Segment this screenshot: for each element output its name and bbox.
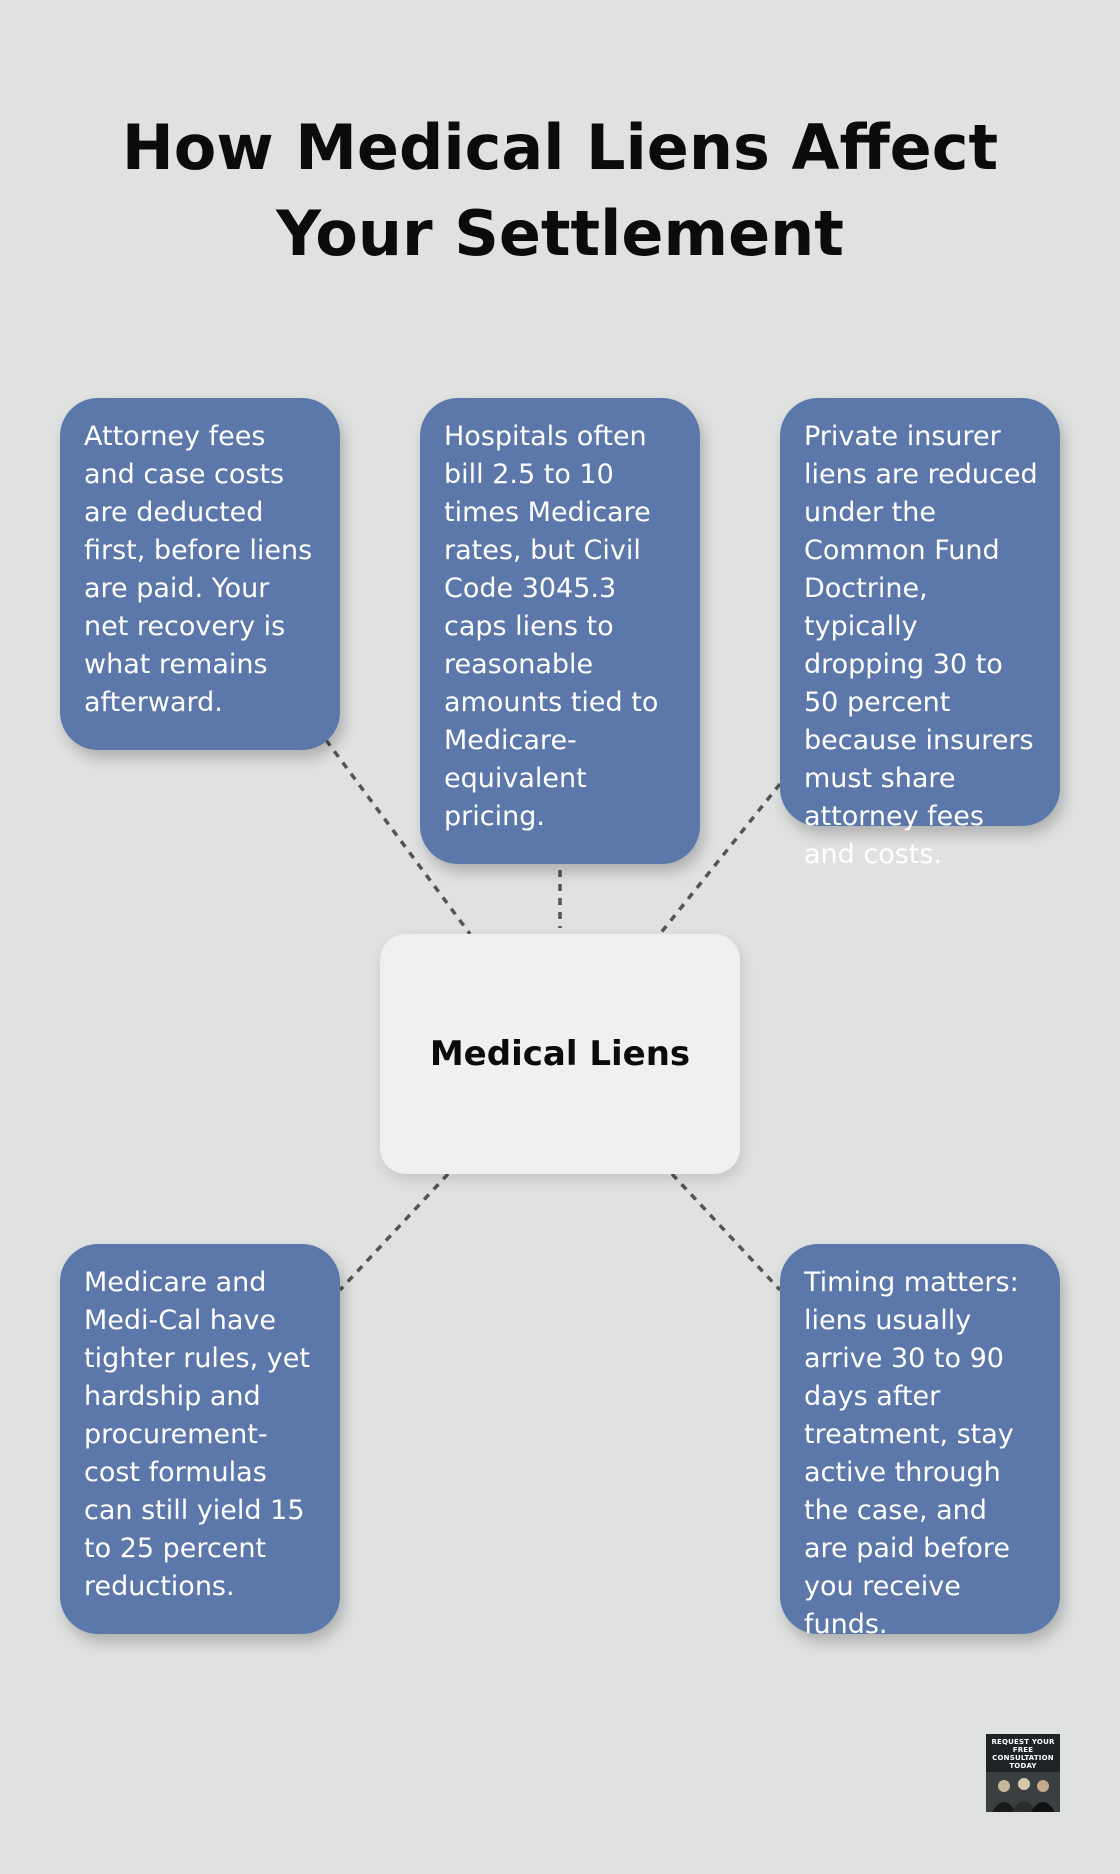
consultation-badge[interactable]: REQUEST YOUR FREE CONSULTATION TODAY <box>986 1734 1060 1812</box>
card-text: Timing matters: liens usually arrive 30 … <box>804 1267 1019 1640</box>
card-text: Private insurer liens are reduced under … <box>804 421 1038 870</box>
lien-card-hospital-billing: Hospitals often bill 2.5 to 10 times Med… <box>420 398 700 864</box>
connector-line-1 <box>324 738 472 936</box>
lien-card-timing: Timing matters: liens usually arrive 30 … <box>780 1244 1060 1640</box>
lien-card-private-insurer: Private insurer liens are reduced under … <box>780 398 1060 870</box>
center-node: Medical Liens <box>380 934 740 1174</box>
center-label: Medical Liens <box>429 1034 691 1074</box>
attorneys-photo-icon <box>986 1772 1060 1812</box>
page-title: How Medical Liens Affect Your Settlement <box>121 111 999 270</box>
badge-text: REQUEST YOUR FREE CONSULTATION TODAY <box>991 1738 1055 1770</box>
card-text: Hospitals often bill 2.5 to 10 times Med… <box>444 421 659 832</box>
connector-line-3 <box>658 782 782 936</box>
connector-line-5 <box>670 1172 782 1292</box>
lien-card-medicare: Medicare and Medi-Cal have tighter rules… <box>60 1244 340 1634</box>
lien-card-attorney-fees: Attorney fees and case costs are deducte… <box>60 398 340 750</box>
card-text: Medicare and Medi-Cal have tighter rules… <box>84 1267 310 1602</box>
connector-line-4 <box>338 1172 450 1292</box>
card-text: Attorney fees and case costs are deducte… <box>84 421 313 718</box>
